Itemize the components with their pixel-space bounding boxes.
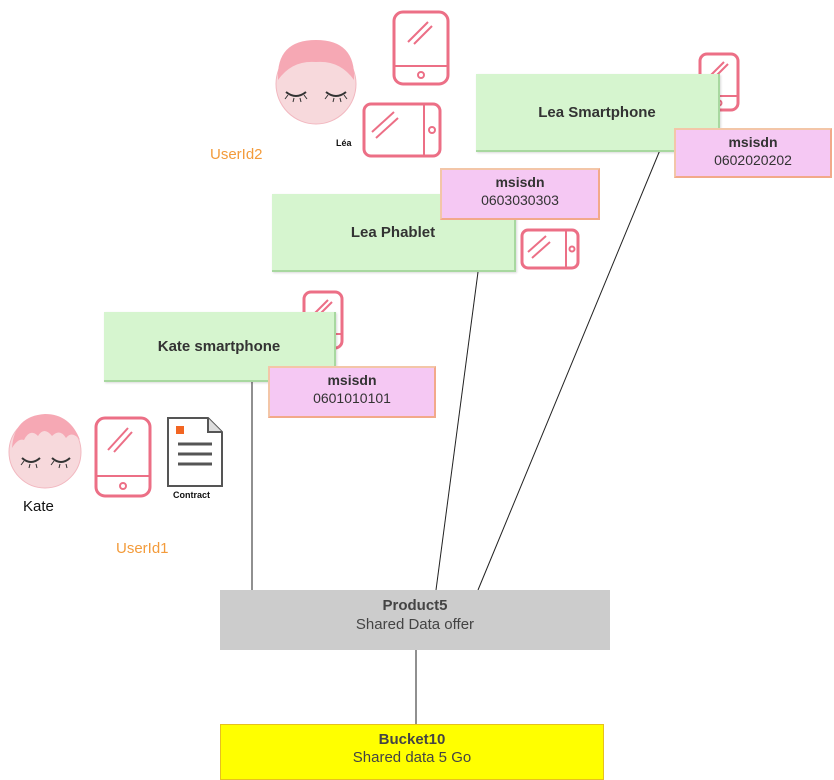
userid-lea: UserId2 [210, 146, 263, 163]
msisdn-title: msisdn [327, 372, 377, 388]
msisdn-kate-smartphone: msisdn 0601010101 [268, 366, 436, 418]
msisdn-title: msisdn [728, 134, 778, 150]
msisdn-lea-smartphone: msisdn 0602020202 [674, 128, 832, 178]
msisdn-lea-phablet: msisdn 0603030303 [440, 168, 600, 220]
device-label: Lea Smartphone [538, 103, 656, 121]
product-box: Product5 Shared Data offer [220, 590, 610, 650]
line-lea-smartphone-to-product [477, 149, 661, 591]
device-label: Lea Phablet [350, 223, 436, 241]
bucket-box: Bucket10 Shared data 5 Go [220, 724, 604, 780]
bucket-subtitle: Shared data 5 Go [352, 749, 472, 766]
line-phablet-to-product [435, 271, 479, 591]
msisdn-value: 0602020202 [714, 152, 792, 168]
msisdn-value: 0603030303 [481, 192, 559, 208]
contract-label: Contract [173, 490, 211, 500]
msisdn-title: msisdn [495, 174, 545, 190]
device-label: Kate smartphone [157, 337, 281, 355]
product-title: Product5 [382, 597, 448, 614]
product-subtitle: Shared Data offer [355, 616, 475, 633]
msisdn-value: 0601010101 [313, 390, 391, 406]
device-kate-smartphone: Kate smartphone [104, 312, 336, 382]
user-name-lea: Léa [336, 138, 352, 148]
bucket-title: Bucket10 [378, 731, 446, 748]
user-name-kate: Kate [23, 498, 54, 515]
userid-kate: UserId1 [116, 540, 169, 557]
